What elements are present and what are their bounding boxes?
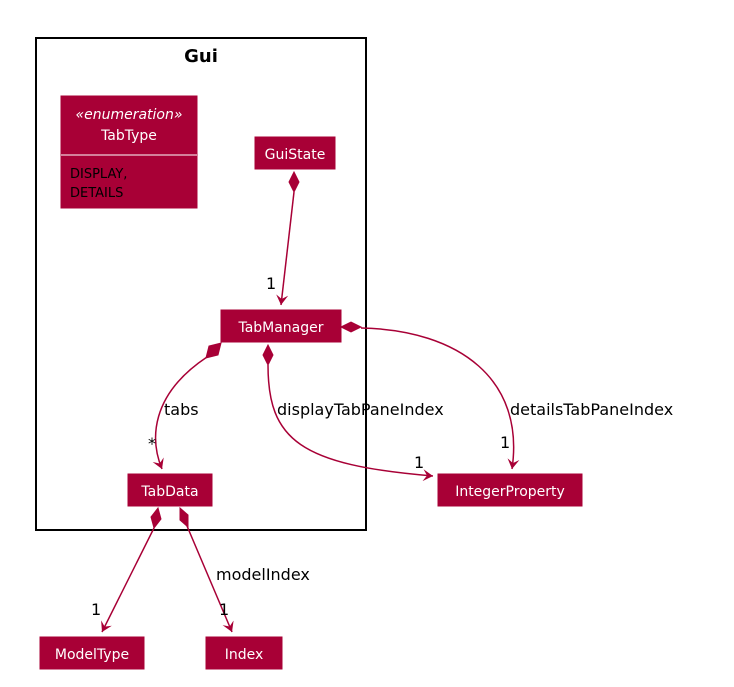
tabdata-name: TabData — [140, 484, 198, 500]
tabtype-name: TabType — [100, 128, 157, 144]
label-displaytabpaneindex: displayTabPaneIndex — [277, 400, 444, 419]
edge-tabmanager-tabdata: tabs * — [148, 342, 222, 470]
mult-modelindex: 1 — [219, 600, 229, 619]
modeltype-name: ModelType — [55, 647, 129, 663]
tabtype-stereotype: «enumeration» — [75, 107, 182, 123]
tabtype-value-details: DETAILS — [70, 186, 123, 201]
class-modeltype: ModelType — [39, 636, 145, 670]
edge-tabmanager-details: detailsTabPaneIndex 1 — [339, 321, 673, 470]
label-tabs: tabs — [164, 400, 199, 419]
mult-modeltype: 1 — [91, 600, 101, 619]
integerproperty-name: IntegerProperty — [455, 484, 565, 500]
package-title: Gui — [184, 46, 218, 67]
class-tabmanager: TabManager — [220, 309, 342, 343]
package-gui: Gui — [35, 37, 367, 531]
mult-displaytabpaneindex: 1 — [414, 453, 424, 472]
class-tabtype: «enumeration» TabType DISPLAY, DETAILS — [60, 95, 198, 209]
edge-guistate-tabmanager: 1 — [266, 170, 300, 306]
index-name: Index — [225, 647, 264, 663]
mult-tabs: * — [148, 434, 156, 453]
edge-tabdata-modeltype: 1 — [91, 506, 162, 633]
tabmanager-name: TabManager — [237, 320, 323, 336]
class-integerproperty: IntegerProperty — [437, 473, 583, 507]
guistate-name: GuiState — [265, 147, 326, 163]
label-detailstabpaneindex: detailsTabPaneIndex — [510, 400, 673, 419]
label-modelindex: modelIndex — [216, 565, 310, 584]
class-tabdata: TabData — [127, 473, 213, 507]
tabtype-value-display: DISPLAY, — [70, 167, 127, 182]
edge-tabdata-index: modelIndex 1 — [179, 506, 310, 633]
mult-guistate-tabmanager: 1 — [266, 274, 276, 293]
edge-tabmanager-display: displayTabPaneIndex 1 — [262, 343, 444, 482]
class-index: Index — [205, 636, 283, 670]
class-guistate: GuiState — [254, 136, 336, 170]
mult-detailstabpaneindex: 1 — [500, 433, 510, 452]
